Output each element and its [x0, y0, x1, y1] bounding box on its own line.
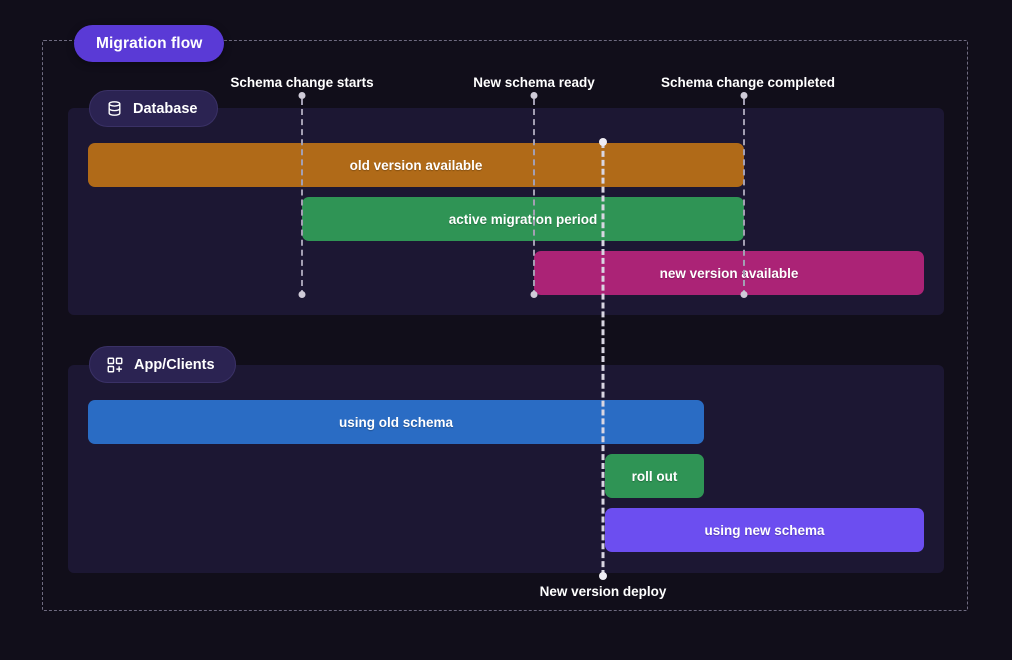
milestone-dot — [740, 92, 748, 99]
bar-using-new-schema: using new schema — [605, 508, 924, 552]
bar-label: new version available — [659, 265, 799, 281]
deploy-label: New version deploy — [539, 584, 667, 599]
lane-label-database: Database — [133, 100, 198, 117]
milestone-label: New schema ready — [473, 75, 595, 90]
bar-using-old-schema: using old schema — [88, 400, 704, 444]
bar-label: using old schema — [338, 414, 454, 430]
lane-label-app-clients: App/Clients — [134, 356, 215, 373]
deploy-dot-top — [599, 138, 607, 146]
diagram-outer-frame — [42, 40, 968, 611]
bar-label: roll out — [631, 468, 678, 484]
migration-flow-label: Migration flow — [96, 34, 203, 52]
milestone-line — [743, 99, 745, 296]
milestone-line — [533, 99, 535, 296]
milestone-label: Schema change completed — [660, 75, 836, 90]
lane-badge-database: Database — [89, 90, 219, 127]
bar-new-version-available: new version available — [534, 251, 924, 295]
database-icon — [106, 100, 123, 117]
deploy-line — [601, 142, 605, 576]
milestone-label: Schema change starts — [230, 75, 374, 90]
milestone-dot — [298, 92, 306, 99]
milestone-end-dot — [530, 291, 538, 298]
bar-roll-out: roll out — [605, 454, 704, 498]
milestone-end-dot — [298, 291, 306, 298]
bar-label: active migration period — [448, 211, 598, 227]
bar-label: using new schema — [704, 522, 825, 538]
milestone-line — [301, 99, 303, 296]
lane-badge-app-clients: App/Clients — [89, 346, 236, 383]
bar-label: old version available — [349, 157, 483, 173]
apps-add-icon — [106, 356, 124, 374]
milestone-end-dot — [740, 291, 748, 298]
bar-old-version-available: old version available — [88, 143, 744, 187]
migration-flow-badge: Migration flow — [74, 25, 225, 62]
deploy-dot-bottom — [599, 572, 607, 580]
milestone-dot — [530, 92, 538, 99]
bar-active-migration-period: active migration period — [302, 197, 744, 241]
